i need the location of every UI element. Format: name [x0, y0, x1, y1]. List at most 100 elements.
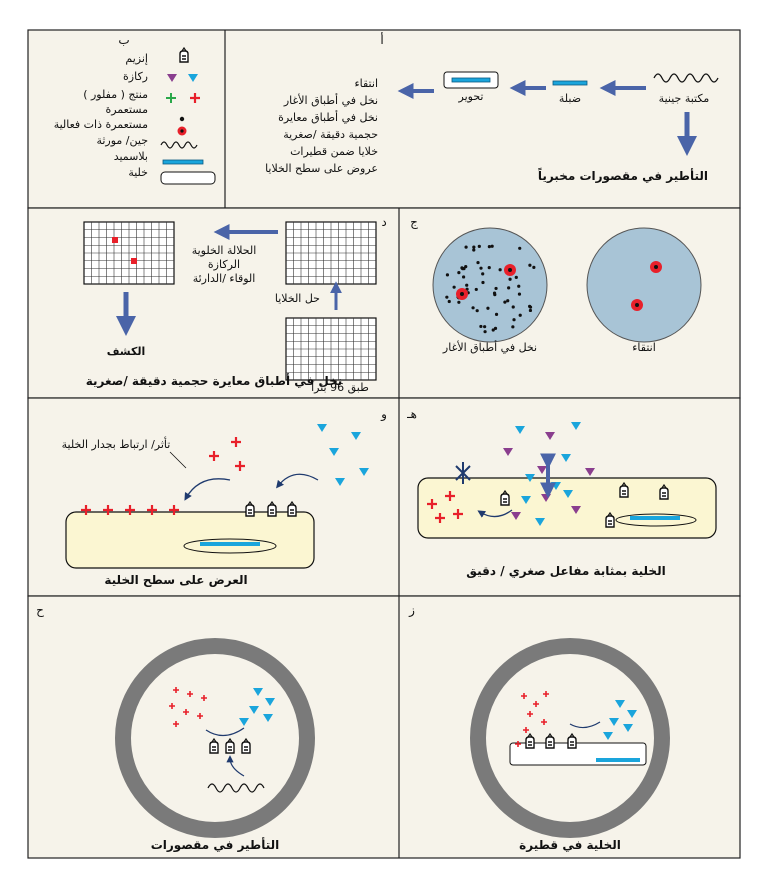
binding-label: تأثر/ ارتباط بجدار الخلية: [62, 436, 171, 451]
selection-method: خلايا ضمن قطيرات: [290, 145, 378, 158]
plasmid-ring: [615, 513, 697, 527]
surface-display-title: العرض على سطح الخلية: [104, 573, 247, 587]
conversion-arc: [276, 473, 319, 489]
legend-label: بلاسميد: [114, 150, 148, 163]
colony: [528, 263, 532, 267]
gene-template: [207, 783, 265, 793]
selection-method: نخل في أطباق الأغار: [283, 93, 378, 107]
gene-library-icon: [653, 73, 719, 83]
reagent-list: الحلالة الخلوية الركازة الوقاء /الدارئة: [192, 244, 257, 285]
microtiter-plate-96: [285, 317, 377, 381]
agar-screening-label: نخل في أطباق الأغار: [442, 340, 537, 354]
cell-legend-icon: [160, 171, 216, 185]
microreactor-title: الخلية بمثابة مفاعل صغري / دقيق: [466, 564, 665, 578]
colony: [528, 305, 533, 309]
colony: [514, 275, 518, 279]
colony: [498, 268, 502, 272]
colony: [507, 286, 511, 290]
panel-g: ز الخلية في قطيرة: [408, 603, 670, 852]
colony: [471, 306, 475, 310]
colony: [508, 277, 512, 281]
colony: [477, 244, 481, 248]
colony: [479, 266, 483, 270]
colony: [475, 309, 479, 313]
panel-d-letter: د: [381, 215, 386, 229]
selection-method: انتقاء: [354, 77, 378, 90]
colony: [447, 299, 451, 304]
legend-label: ركازة: [123, 70, 148, 83]
panel-h-letter: ح: [36, 603, 44, 617]
legend-labels: إنزيم ركازة منتج ( مفلور ) مستعمرة مستعم…: [54, 52, 148, 179]
colony: [472, 245, 476, 249]
panel-f-letter: و: [380, 407, 387, 422]
colony: [487, 265, 491, 270]
gene-icon: [160, 141, 198, 149]
colony: [483, 330, 487, 334]
droplet-ring: [470, 638, 670, 838]
panel-h: ح التأطير في مقصورات: [36, 603, 315, 853]
colony: [511, 325, 515, 329]
colony: [476, 260, 480, 265]
reagent-label: الحلالة الخلوية: [192, 244, 257, 257]
agar-plate-selection: [586, 227, 702, 343]
colony: [494, 286, 498, 291]
colony: [464, 245, 468, 249]
panel-f: و تأثر/ ارتباط بجدار الخلية العرض على سط…: [62, 407, 387, 587]
microtiter-screening-title: نخل في أطباق معايرة حجمية دقيقة /صغرية: [86, 373, 343, 388]
cell-lysis-label: حل الخلايا: [275, 292, 320, 305]
reaction-arc: [477, 509, 513, 518]
selection-method: نخل في أطباق معايرة: [278, 110, 378, 124]
vector-label: ضبلة: [559, 92, 581, 105]
colony: [487, 244, 491, 249]
panel-g-letter: ز: [408, 603, 415, 618]
plasmid-icon: [552, 80, 588, 86]
colony-icon: [179, 116, 185, 122]
legend-label: خلية: [128, 166, 148, 179]
colony: [445, 295, 449, 299]
panel-a: أ مكتبة جينية ضبلة تحوير انتقاء نخل في أ…: [265, 32, 719, 184]
transformation-label: تحوير: [458, 90, 484, 103]
panel-e: هـ الخلية بمثابة مفاعل صغري / دقيق: [406, 407, 717, 578]
selection-method: عروض على سطح الخلايا: [265, 162, 378, 175]
expression-arc: [226, 755, 245, 777]
selection-methods-list: انتقاء نخل في أطباق الأغار نخل في أطباق …: [265, 77, 378, 175]
reagent-label: الوقاء /الدارئة: [193, 272, 256, 285]
panel-c: ج نخل في أطباق الأغار انتقاء: [410, 215, 702, 354]
panel-d: د الحلالة الخلوية الركازة الوقاء /الدارئ…: [83, 215, 387, 395]
colony: [465, 283, 469, 287]
colony: [493, 326, 498, 330]
panel-b-letter: ب: [118, 33, 129, 47]
colony: [481, 272, 485, 276]
plasmid-ring: [183, 538, 277, 554]
colony: [492, 291, 497, 295]
colony: [479, 324, 483, 329]
microtiter-plate-detection: [83, 221, 175, 285]
colony: [457, 300, 461, 304]
plasmid-gene: [630, 516, 680, 520]
colony: [494, 312, 499, 316]
colony: [464, 265, 468, 269]
plasmid-gene: [596, 758, 640, 762]
colony: [512, 318, 516, 322]
colony: [474, 287, 478, 292]
cell-body: [417, 477, 717, 539]
plasmid-gene: [200, 542, 260, 546]
colony: [457, 270, 461, 275]
colony: [532, 265, 536, 269]
reagent-label: الركازة: [208, 258, 240, 271]
legend-icons: [160, 47, 216, 185]
legend-label: إنزيم: [125, 52, 148, 65]
colony: [462, 275, 466, 279]
panel-a-letter: أ: [380, 32, 383, 47]
panel-c-letter: ج: [410, 215, 418, 229]
colony-dots: [445, 244, 536, 334]
conversion-arc: [205, 727, 245, 737]
colony: [490, 244, 494, 248]
colony: [452, 285, 456, 289]
conversion-arc: [569, 721, 601, 729]
microtiter-plate-lysed: [285, 221, 377, 285]
selection-method: حجمية دقيقة /صغرية: [283, 128, 378, 141]
compartment-title: التأطير في مقصورات: [151, 837, 280, 853]
colony: [517, 284, 521, 288]
